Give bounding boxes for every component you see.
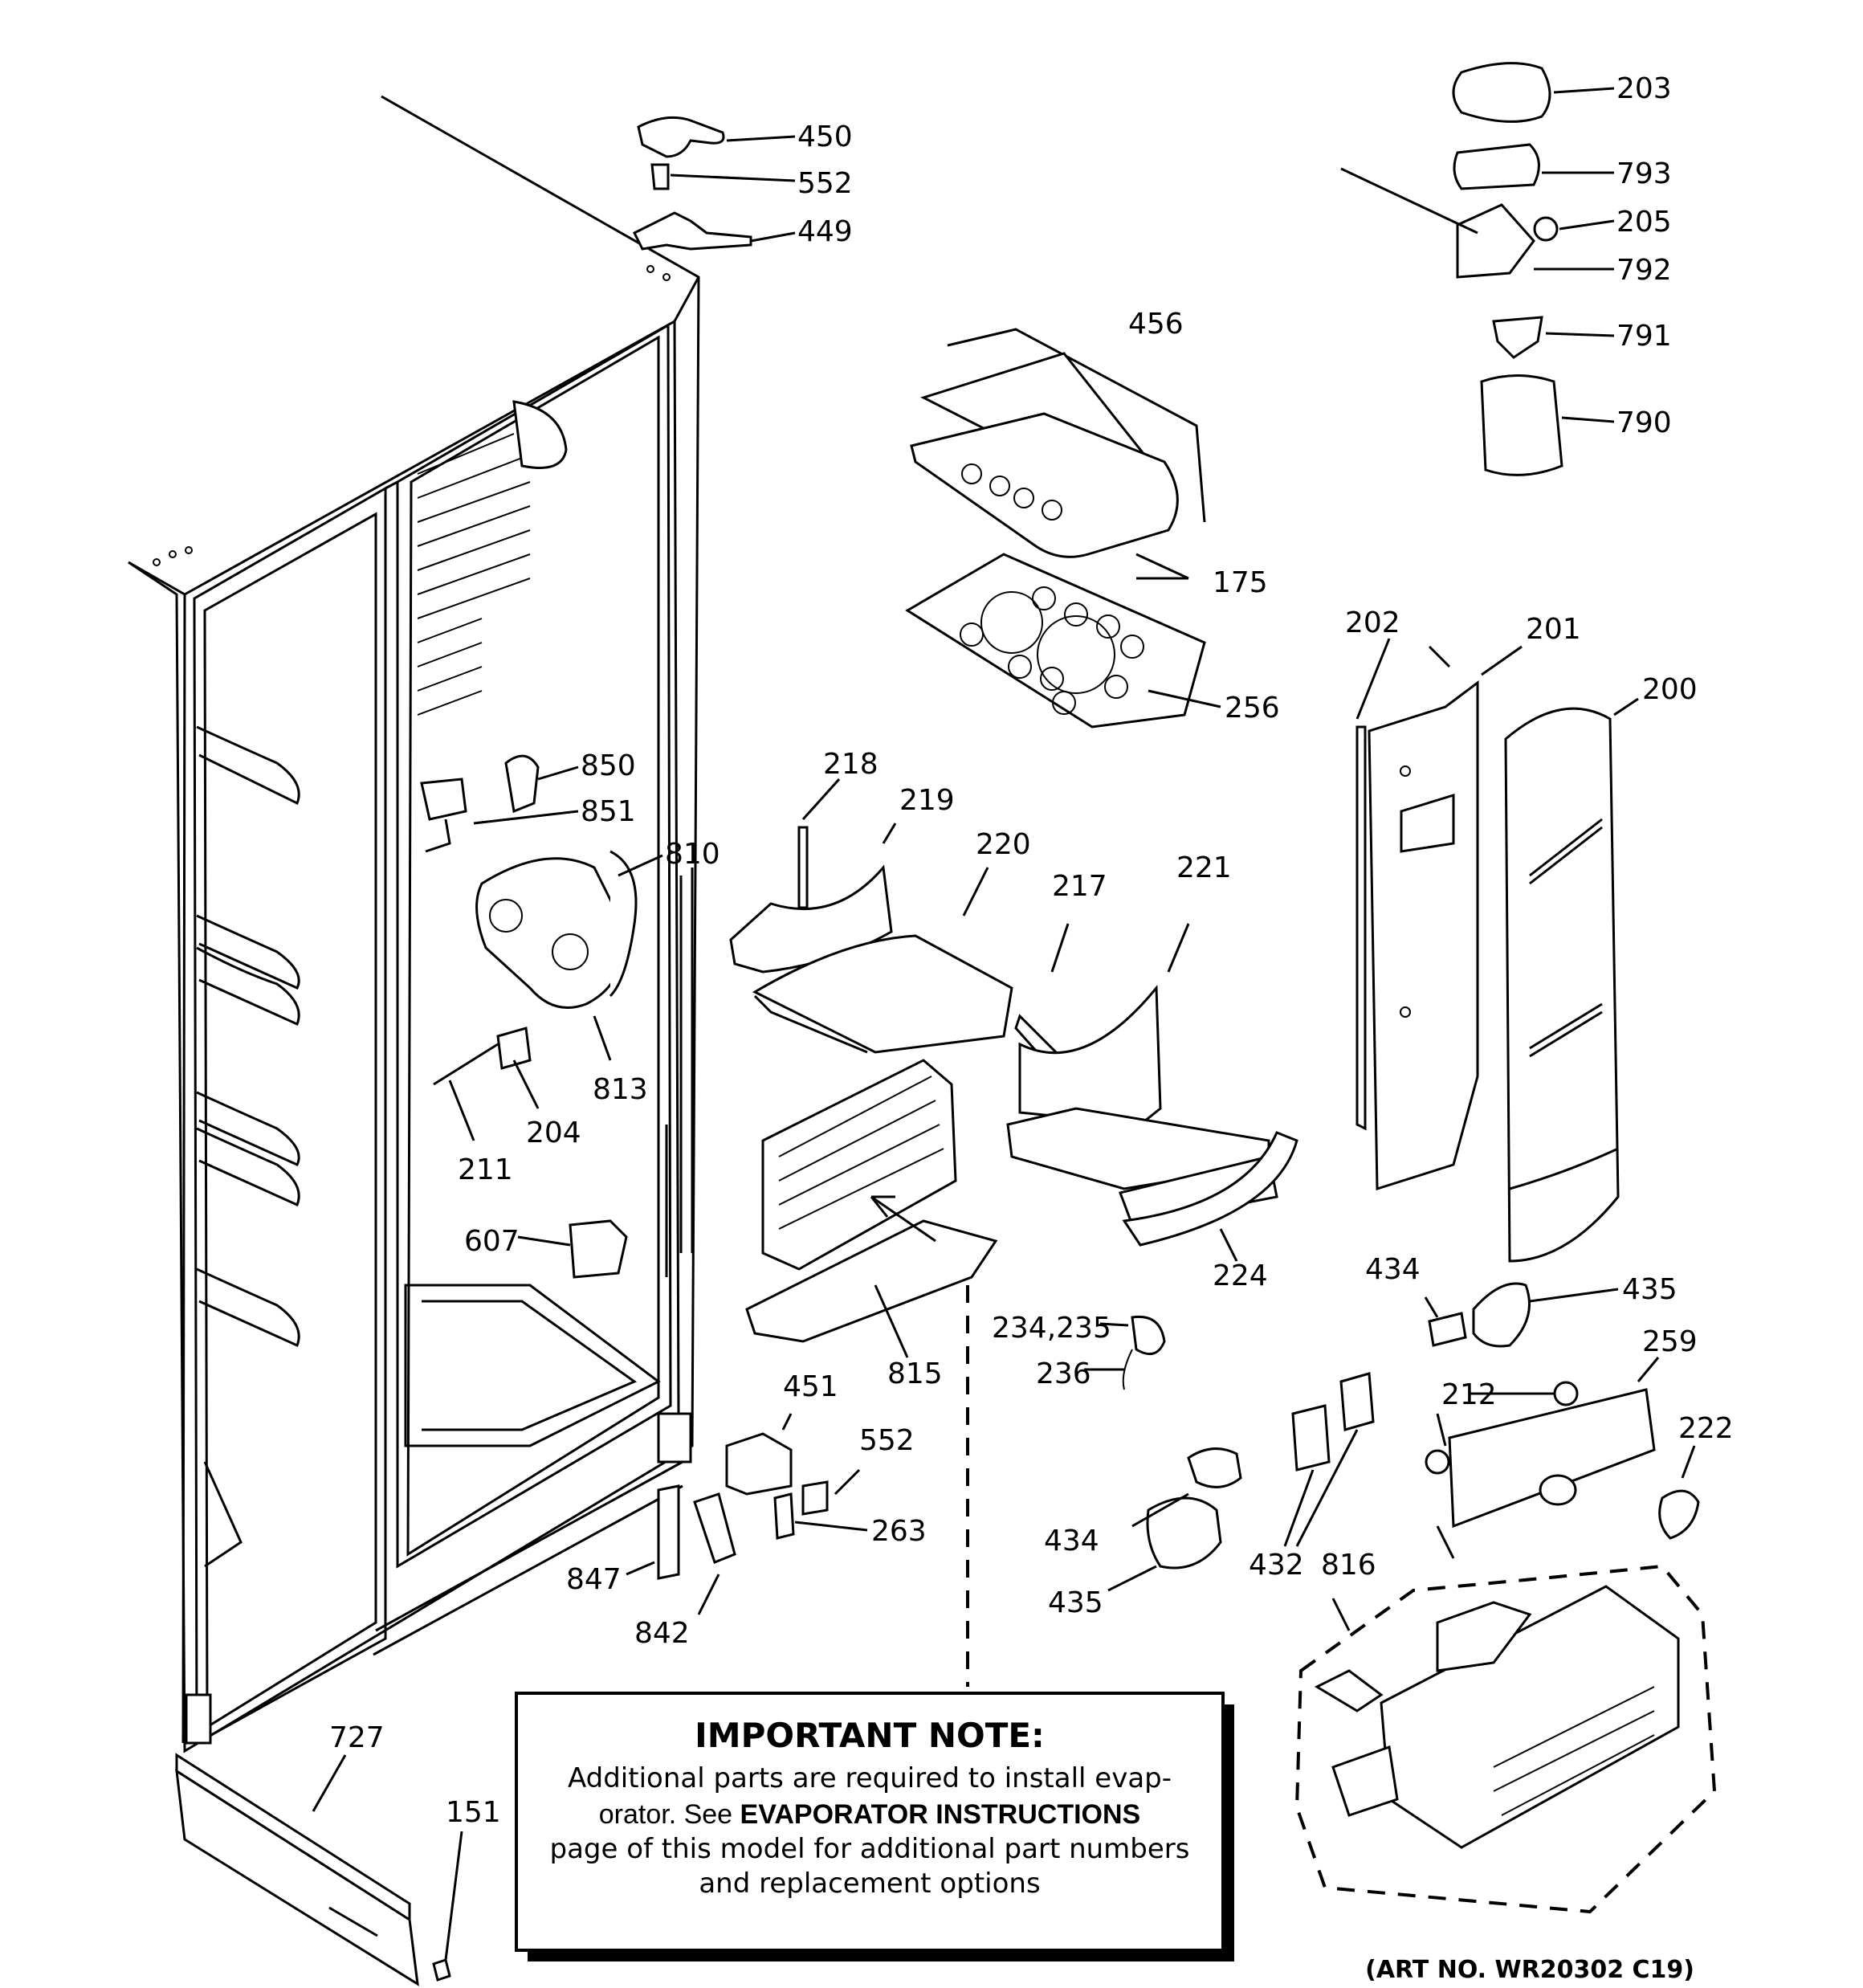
label-552-bottom: 552 xyxy=(859,1424,915,1457)
air-duct-covers xyxy=(1355,638,1639,1263)
lower-hinge-group xyxy=(626,1413,868,1615)
dispenser-assembly xyxy=(1006,923,1298,1262)
label-449: 449 xyxy=(797,215,853,248)
label-434-top: 434 xyxy=(1365,1253,1421,1286)
ice-chute-group xyxy=(729,778,1013,1054)
label-218: 218 xyxy=(823,748,879,781)
top-hinge-group xyxy=(632,116,796,251)
label-263: 263 xyxy=(871,1515,927,1548)
control-panel-group xyxy=(905,328,1221,729)
label-842: 842 xyxy=(634,1617,690,1650)
label-259: 259 xyxy=(1642,1325,1698,1358)
evaporator-arrow xyxy=(870,1195,936,1243)
note-title: IMPORTANT NOTE: xyxy=(695,1716,1045,1755)
light-assemblies xyxy=(1107,1282,1619,1592)
label-607: 607 xyxy=(464,1225,520,1258)
label-790: 790 xyxy=(1616,406,1672,439)
label-234-235: 234,235 xyxy=(992,1312,1111,1345)
label-432: 432 xyxy=(1249,1549,1304,1582)
label-200: 200 xyxy=(1642,673,1698,706)
note-line-2: orator. See EVAPORATOR INSTRUCTIONS xyxy=(599,1799,1140,1830)
refrigerator-cabinet xyxy=(128,95,700,1753)
toe-grille-727 xyxy=(175,1753,463,1986)
note-line-1: Additional parts are required to install… xyxy=(568,1762,1172,1794)
label-816: 816 xyxy=(1321,1549,1376,1582)
fan-motor-group xyxy=(420,754,663,1141)
part-labels: 450 552 449 203 793 205 792 791 790 456 … xyxy=(329,72,1734,1829)
label-219: 219 xyxy=(899,784,955,817)
label-221: 221 xyxy=(1176,851,1232,884)
label-217: 217 xyxy=(1052,870,1107,903)
label-456: 456 xyxy=(1128,308,1184,341)
label-813: 813 xyxy=(593,1073,648,1106)
label-552-top: 552 xyxy=(797,167,853,200)
label-815: 815 xyxy=(887,1357,943,1390)
label-203: 203 xyxy=(1616,72,1672,105)
label-201: 201 xyxy=(1526,613,1581,646)
fan-assembly-816 xyxy=(1294,1564,1717,1914)
label-450: 450 xyxy=(797,120,853,153)
label-151: 151 xyxy=(446,1796,501,1829)
note-line-4: and replacement options xyxy=(699,1868,1040,1900)
water-filter-group xyxy=(1340,62,1615,476)
label-211: 211 xyxy=(458,1153,513,1186)
label-434-bottom: 434 xyxy=(1044,1525,1099,1557)
label-224: 224 xyxy=(1213,1259,1268,1292)
switch-607 xyxy=(517,1219,628,1279)
label-222: 222 xyxy=(1678,1412,1734,1445)
label-435-top: 435 xyxy=(1622,1273,1678,1306)
small-parts-234-236 xyxy=(1084,1315,1166,1390)
light-cover-259 xyxy=(1425,1357,1700,1559)
label-792: 792 xyxy=(1616,254,1672,287)
label-435-bottom: 435 xyxy=(1048,1586,1103,1619)
label-202: 202 xyxy=(1345,606,1400,639)
label-810: 810 xyxy=(665,838,720,871)
label-212: 212 xyxy=(1441,1378,1497,1411)
important-note-box: IMPORTANT NOTE: Additional parts are req… xyxy=(515,1692,1234,1961)
label-451: 451 xyxy=(783,1370,838,1403)
note-line-2-text: orator. See xyxy=(599,1799,740,1830)
label-850: 850 xyxy=(581,749,636,782)
label-847: 847 xyxy=(566,1563,622,1596)
label-220: 220 xyxy=(976,828,1031,861)
label-791: 791 xyxy=(1616,320,1672,353)
label-204: 204 xyxy=(526,1116,581,1149)
label-256: 256 xyxy=(1225,692,1280,725)
label-175: 175 xyxy=(1213,566,1268,599)
label-793: 793 xyxy=(1616,157,1672,190)
label-205: 205 xyxy=(1616,206,1672,239)
note-line-3: page of this model for additional part n… xyxy=(550,1833,1190,1865)
note-evaporator-instructions: EVAPORATOR INSTRUCTIONS xyxy=(740,1799,1141,1830)
label-851: 851 xyxy=(581,795,636,828)
evaporator-815 xyxy=(657,867,998,1358)
label-727: 727 xyxy=(329,1721,385,1754)
art-number: (ART NO. WR20302 C19) xyxy=(1365,1956,1694,1984)
label-236: 236 xyxy=(1036,1357,1091,1390)
